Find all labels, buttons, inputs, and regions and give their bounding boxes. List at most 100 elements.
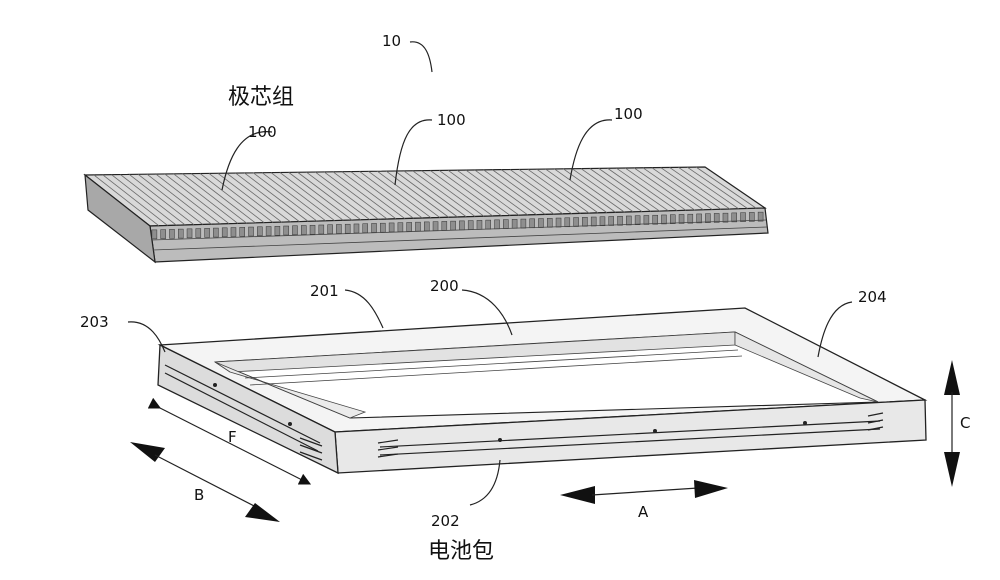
label-assembly: 10 (382, 32, 401, 50)
cell-tab (564, 217, 571, 228)
arrow-a-head-2 (694, 480, 728, 498)
cell-tab (397, 222, 404, 232)
cell-stripe (279, 172, 344, 221)
cell-stripe (120, 174, 186, 226)
cell-tab (151, 229, 158, 240)
cell-stripe (261, 172, 326, 222)
cell-stripe (607, 167, 669, 212)
cell-tab (450, 220, 456, 231)
label-side-204: 204 (858, 288, 887, 306)
label-direction-f: F (228, 428, 237, 446)
label-direction-b: B (194, 486, 204, 504)
cell-stripe (625, 167, 687, 211)
cell-tab (221, 227, 228, 238)
label-direction-a: A (638, 503, 649, 521)
cell-tab (274, 226, 281, 236)
caption-battery-pack: 电池包 (428, 539, 494, 564)
cell-stripe (288, 172, 353, 221)
cell-stripe (191, 173, 256, 224)
cell-tab (318, 224, 325, 235)
cell-tab (169, 229, 175, 239)
cell-stripe (164, 173, 230, 225)
cell-stripe (173, 173, 239, 224)
cell-stripe (492, 169, 555, 215)
label-cell-right: 100 (614, 105, 643, 123)
arrow-b-head-1 (130, 442, 165, 462)
cell-tab (678, 214, 685, 224)
cell-tab (336, 224, 342, 234)
cell-stripe (244, 172, 309, 222)
cell-tab (195, 228, 202, 238)
cell-stripe (465, 169, 529, 216)
cell-stripe (350, 171, 414, 219)
cell-stripe (695, 166, 757, 209)
cell-tab (652, 214, 658, 225)
cell-tab (353, 223, 360, 234)
cell-stripe (403, 170, 467, 218)
cell-stripe (182, 173, 247, 224)
cell-stripe (589, 168, 652, 212)
cell-tab (406, 222, 412, 232)
cell-tab (248, 226, 254, 237)
cell-stripe (518, 169, 581, 214)
cell-stripe (571, 168, 634, 213)
direction-arrows (130, 360, 960, 522)
cell-tab (555, 217, 562, 228)
cell-group-block (83, 166, 769, 264)
cell-tab (415, 221, 421, 232)
arrow-c-head-2 (944, 452, 960, 487)
cell-stripe (199, 173, 265, 223)
cell-tab (731, 212, 737, 223)
cell-tab (239, 227, 245, 237)
cell-stripe (102, 174, 168, 226)
cell-tab (230, 227, 237, 237)
cell-stripe (633, 167, 695, 211)
cell-stripe (660, 167, 722, 210)
cell-tab (459, 220, 465, 231)
cell-stripe (412, 170, 476, 217)
cell-stripe (377, 170, 441, 218)
label-cell-left: 100 (248, 123, 277, 141)
cell-tab (467, 220, 474, 230)
leader-lines (127, 41, 853, 506)
cell-stripe (297, 171, 362, 221)
cell-tab (590, 216, 597, 227)
cell-stripe (368, 171, 432, 219)
cell-stripe (642, 167, 704, 211)
cell-tab (643, 215, 650, 225)
cell-stripe (235, 172, 300, 222)
cell-stripe (430, 170, 493, 217)
cell-tab (599, 216, 606, 227)
cell-tab (687, 213, 694, 224)
cell-tab (388, 222, 395, 233)
cell-stripe (527, 168, 590, 214)
cell-tab (529, 218, 535, 229)
cell-tab (757, 211, 764, 222)
cell-tab (494, 219, 500, 230)
cell-stripe (580, 168, 643, 212)
cell-tab (713, 213, 720, 223)
cell-stripe (421, 170, 485, 217)
cell-stripe (111, 174, 177, 226)
cell-stripe (545, 168, 608, 213)
tray-inner-right-wall (734, 331, 879, 403)
cell-stripe (323, 171, 388, 220)
arrow-f (147, 397, 312, 485)
cell-stripe (315, 171, 379, 220)
cell-stripe (616, 167, 678, 211)
cell-tab (432, 221, 439, 231)
cell-tab (740, 212, 746, 222)
cell-stripe (146, 173, 212, 225)
cell-tab (749, 212, 755, 222)
cell-stripe (341, 171, 406, 219)
label-side-201: 201 (310, 282, 339, 300)
cell-tab (696, 213, 702, 224)
cell-tab (582, 217, 588, 227)
cell-tab (476, 220, 483, 230)
cell-stripe (217, 172, 283, 223)
cell-tab (362, 223, 368, 233)
cell-tab (634, 215, 641, 225)
cell-tab (204, 228, 210, 238)
cell-stripe (678, 167, 739, 210)
cell-tab (186, 228, 193, 239)
